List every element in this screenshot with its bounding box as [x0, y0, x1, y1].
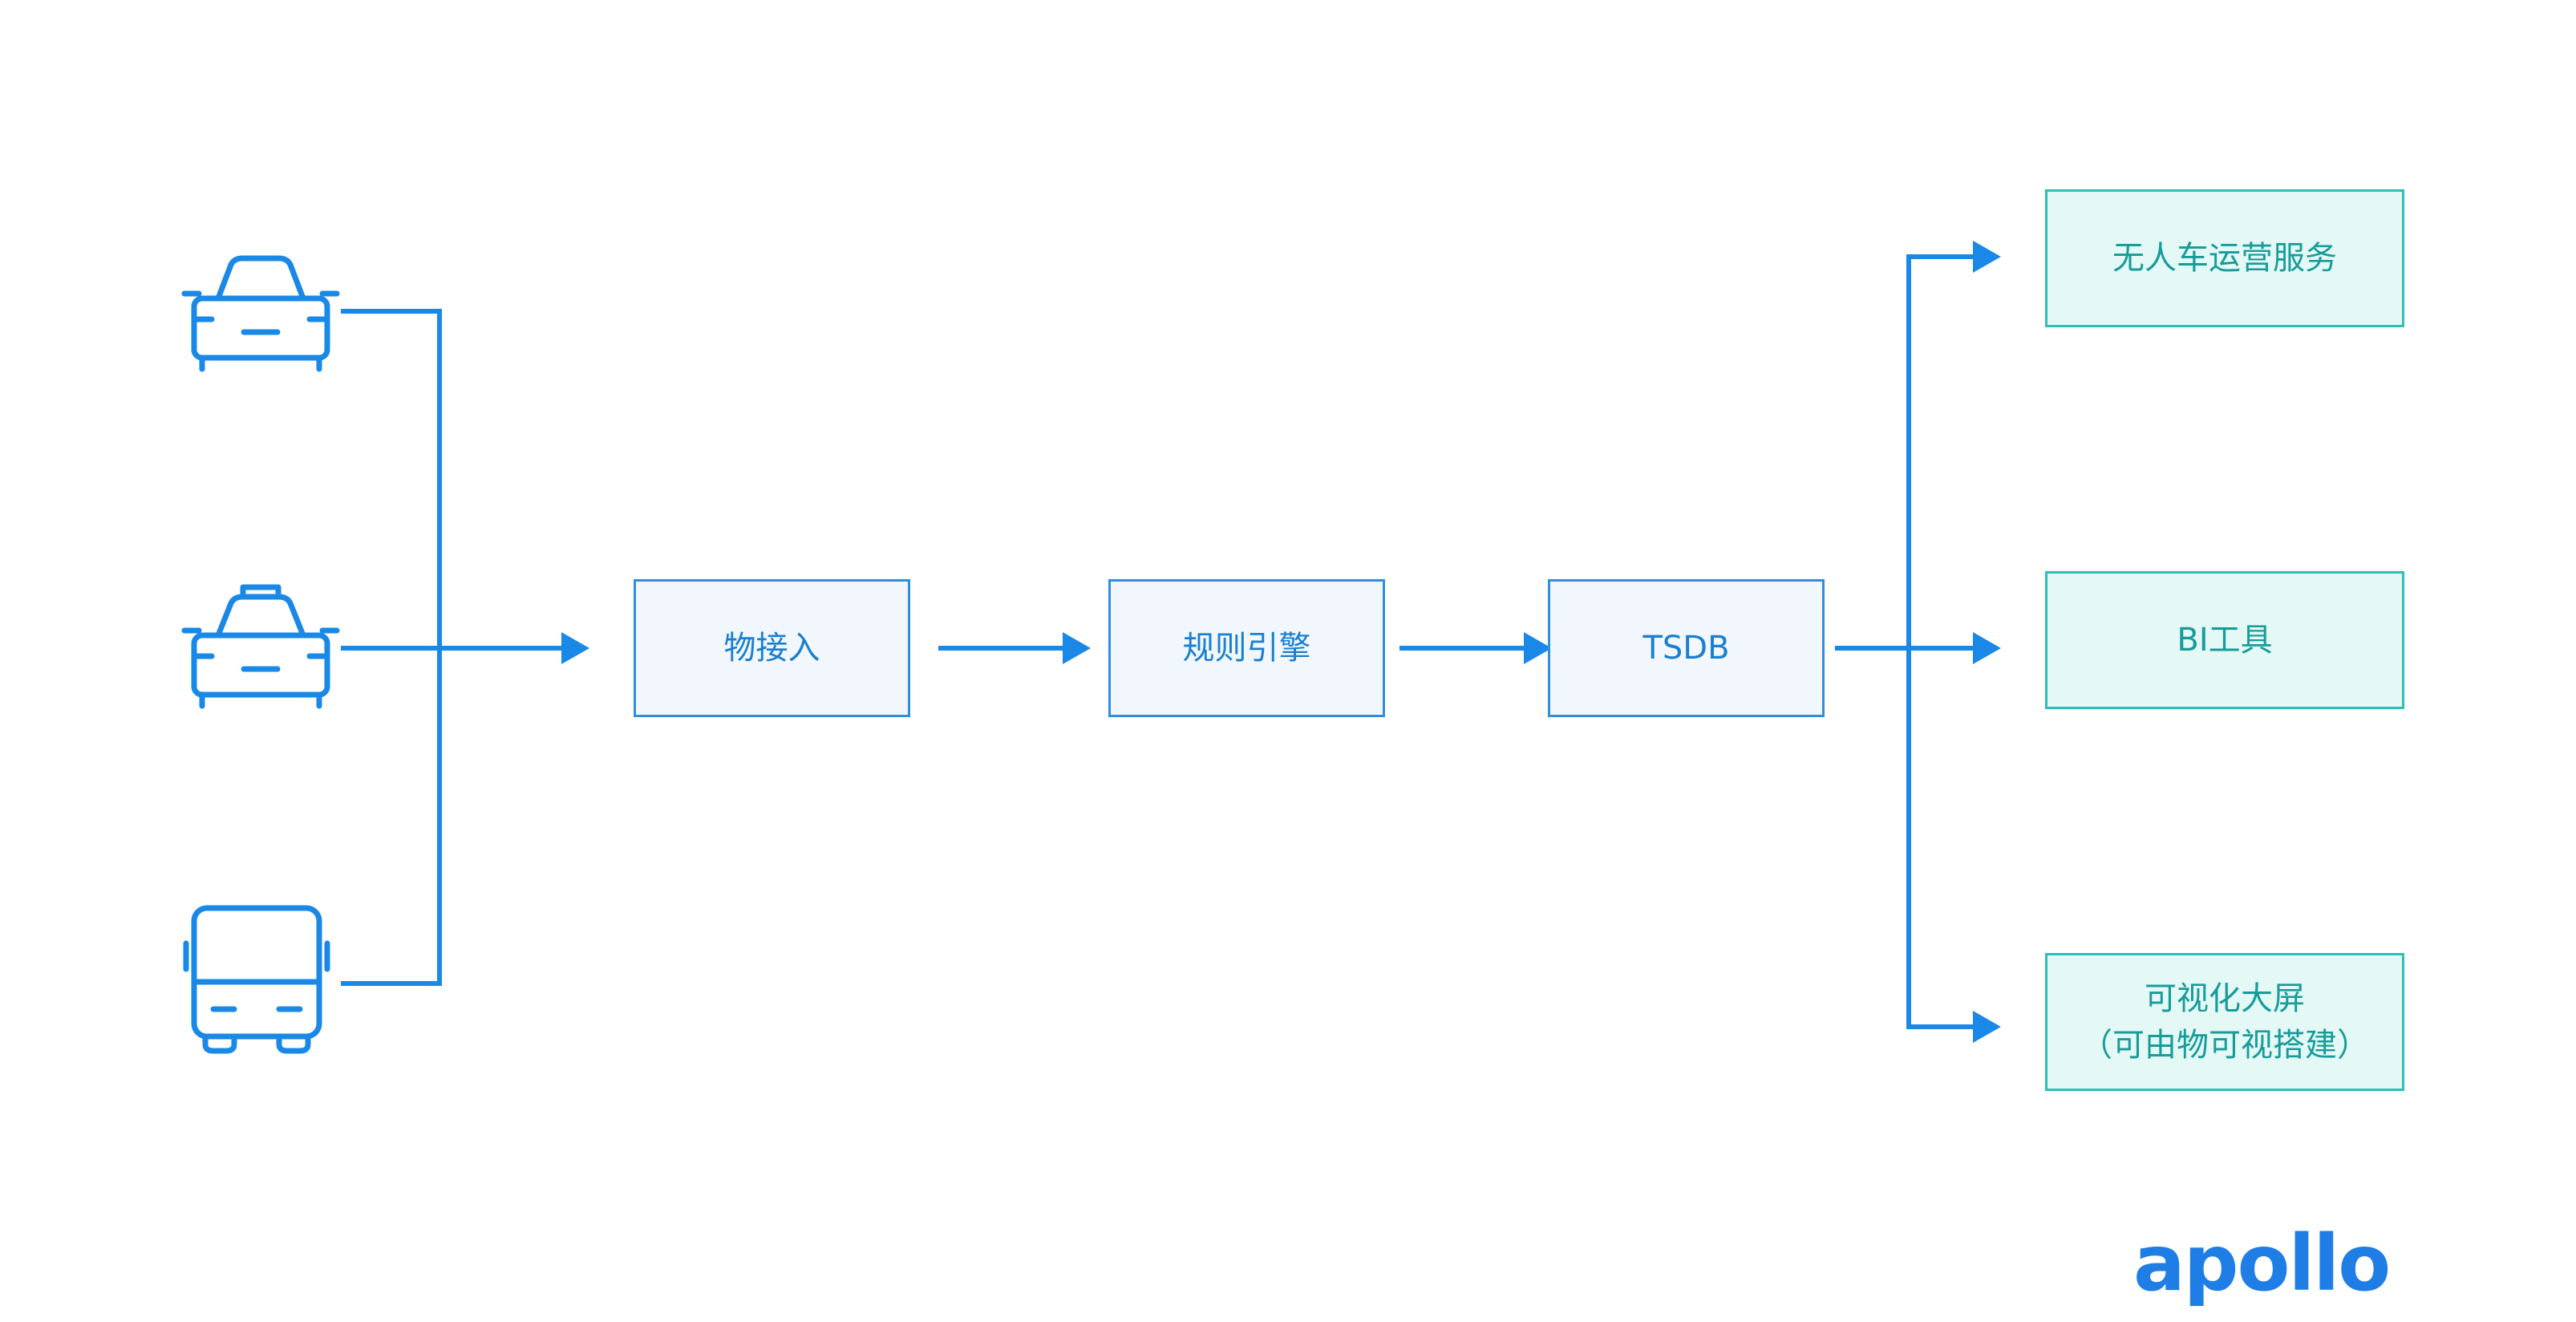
taxi-icon — [181, 584, 340, 709]
connector-car — [341, 309, 442, 648]
connector-branch-trunk — [1906, 254, 1973, 1029]
bus-icon — [183, 905, 330, 1054]
output-box-ops-service[interactable]: 无人车运营服务 — [2045, 189, 2404, 327]
connector-bus — [341, 648, 442, 986]
arrowhead-to-ops — [1973, 241, 2001, 273]
pipeline-box-iot-access[interactable]: 物接入 — [634, 579, 910, 717]
pipeline-box-tsdb[interactable]: TSDB — [1548, 579, 1825, 717]
output-box-visual-screen[interactable]: 可视化大屏 （可由物可视搭建） — [2045, 953, 2404, 1091]
arrowhead-to-bi — [1973, 632, 2001, 664]
logo-text: apollo — [2133, 1227, 2389, 1308]
output-label: BI工具 — [2177, 622, 2273, 659]
output-label: 可视化大屏 （可由物可视搭建） — [2080, 980, 2369, 1064]
pipeline-label: 规则引擎 — [1182, 630, 1311, 667]
arrowhead-to-access — [561, 632, 589, 664]
output-box-bi-tool[interactable]: BI工具 — [2045, 571, 2404, 709]
car-icon — [181, 255, 340, 372]
apollo-logo: apollo — [2133, 1227, 2391, 1308]
pipeline-box-rule-engine[interactable]: 规则引擎 — [1108, 579, 1385, 717]
arrowheads — [561, 241, 2001, 1043]
arrowhead-to-tsdb — [1524, 632, 1552, 664]
output-label: 无人车运营服务 — [2112, 240, 2337, 277]
pipeline-label: TSDB — [1642, 630, 1730, 667]
pipeline-label: 物接入 — [723, 630, 820, 667]
connector-lines — [341, 254, 1973, 1029]
arrowhead-to-screen — [1973, 1011, 2001, 1043]
arrowhead-to-rules — [1063, 632, 1091, 664]
